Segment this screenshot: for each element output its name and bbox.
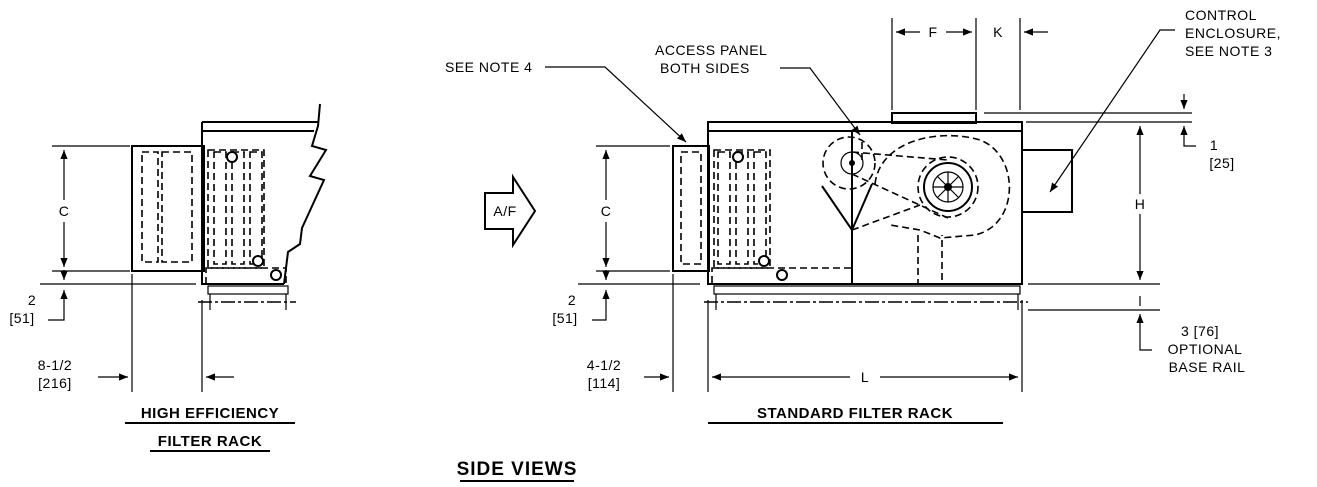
he-dim-width-label: 8-1/2 bbox=[38, 357, 72, 373]
airflow-label: A/F bbox=[493, 203, 516, 219]
fan-discharge bbox=[891, 112, 977, 124]
he-filter-rack-box bbox=[131, 145, 205, 272]
high-efficiency-filter-rack-view: C 2 [51] 8-1/2 [216] HIGH EFFICIENCY FIL… bbox=[9, 103, 328, 452]
see-note-4-label: SEE NOTE 4 bbox=[445, 59, 532, 75]
note4-leader bbox=[545, 66, 687, 143]
blower-housing bbox=[874, 134, 1011, 239]
he-title-line2: FILTER RACK bbox=[158, 433, 262, 450]
baserail-label-line1: 3 [76] bbox=[1181, 323, 1219, 339]
dim-h-label: H bbox=[1135, 196, 1146, 212]
control-enclosure-label-line1: CONTROL bbox=[1185, 7, 1257, 23]
unit-casing bbox=[707, 121, 1023, 285]
dim-l-label: L bbox=[861, 369, 869, 385]
dim-c-label: C bbox=[601, 203, 612, 219]
he-dim-width-mm-label: [216] bbox=[38, 375, 72, 391]
dim-width-label: 4-1/2 bbox=[587, 357, 621, 373]
access-panel-leader bbox=[780, 67, 861, 136]
dim-width-mm-label: [114] bbox=[588, 375, 621, 391]
access-panel-label-line2: BOTH SIDES bbox=[660, 60, 750, 76]
standard-filter-rack-view: SEE NOTE 4 ACCESS PANEL BOTH SIDES CONTR… bbox=[445, 7, 1281, 424]
control-enclosure-leader bbox=[1049, 29, 1175, 193]
he-title-line1: HIGH EFFICIENCY bbox=[141, 405, 279, 422]
base-rail bbox=[713, 285, 1021, 295]
dim-f-label: F bbox=[928, 24, 937, 40]
baserail-label-line2: OPTIONAL bbox=[1168, 341, 1243, 357]
dim-2-mm-label: [51] bbox=[552, 310, 577, 326]
baserail-label-line3: BASE RAIL bbox=[1169, 359, 1246, 375]
dim-2-label: 2 bbox=[568, 292, 576, 308]
break-line bbox=[283, 103, 328, 285]
airflow-arrow: A/F bbox=[484, 173, 537, 249]
dim-1-label: 1 bbox=[1210, 137, 1218, 153]
drive-belt bbox=[851, 151, 949, 219]
fan-wheel bbox=[917, 156, 979, 218]
he-dim-2-mm-label: [51] bbox=[9, 310, 34, 326]
he-dim-2-label: 2 bbox=[28, 292, 36, 308]
standard-title: STANDARD FILTER RACK bbox=[757, 405, 953, 422]
he-unit-outline bbox=[201, 122, 284, 285]
access-panel-label-line1: ACCESS PANEL bbox=[655, 42, 767, 58]
control-enclosure bbox=[1021, 149, 1073, 213]
dim-k-label: K bbox=[993, 24, 1003, 40]
control-enclosure-label-line2: ENCLOSURE, bbox=[1185, 25, 1281, 41]
dim-1-mm-label: [25] bbox=[1209, 155, 1234, 171]
main-title: SIDE VIEWS bbox=[457, 459, 578, 480]
motor bbox=[822, 136, 876, 190]
he-dim-c-label: C bbox=[59, 203, 70, 219]
filter-rack-box bbox=[672, 145, 710, 272]
control-enclosure-label-line3: SEE NOTE 3 bbox=[1185, 43, 1272, 59]
